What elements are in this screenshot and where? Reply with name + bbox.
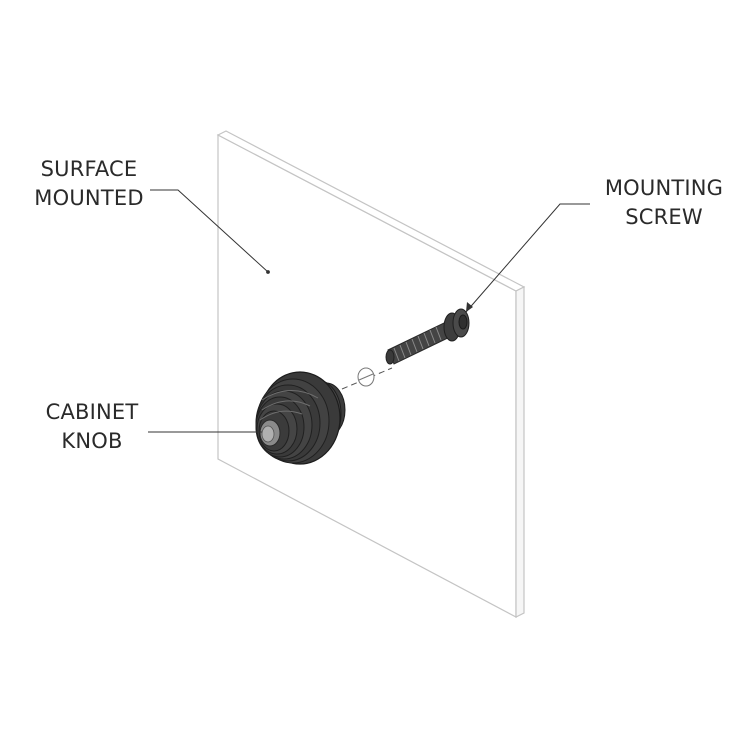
- surface-label-line1: SURFACE: [40, 157, 138, 181]
- screw-label-line2: SCREW: [625, 205, 703, 229]
- screw-leader-arrowhead: [466, 302, 473, 312]
- surface-leader: [150, 189, 269, 273]
- surface-label-line2: MOUNTED: [34, 186, 144, 210]
- mounting-screw-label: MOUNTING SCREW: [590, 174, 738, 232]
- mounting-screw: [385, 308, 470, 365]
- assembly-axis-line: [341, 367, 393, 390]
- knob-label-line1: CABINET: [45, 400, 139, 424]
- surface-mounted-label: SURFACE MOUNTED: [22, 155, 156, 213]
- mounting-hole: [357, 367, 375, 387]
- screw-leader: [465, 203, 590, 313]
- screw-label-line1: MOUNTING: [604, 176, 724, 200]
- cabinet-knob: [255, 371, 346, 465]
- cabinet-knob-label: CABINET KNOB: [36, 398, 148, 456]
- leader-lines: [148, 189, 590, 433]
- knob-label-line2: KNOB: [61, 429, 123, 453]
